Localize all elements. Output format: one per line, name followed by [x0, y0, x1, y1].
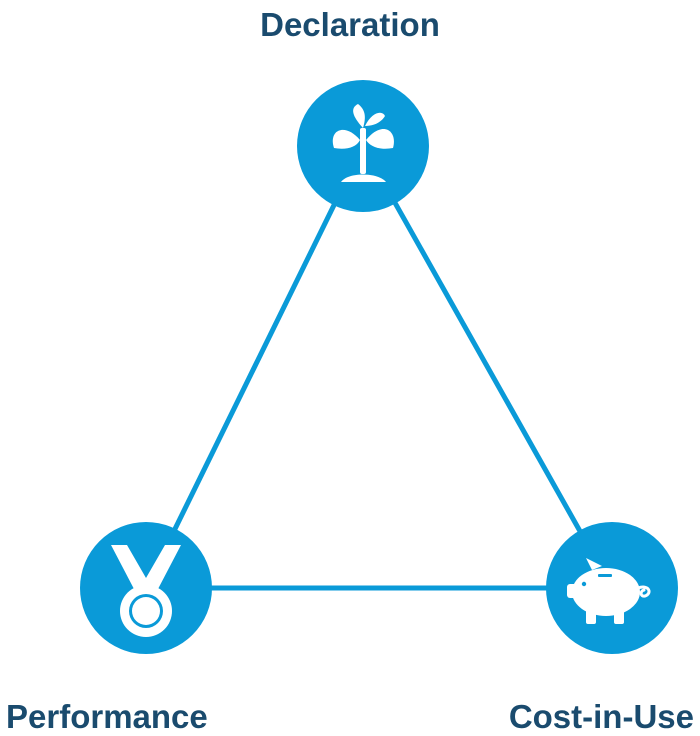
label-declaration: Declaration — [260, 6, 440, 43]
label-performance: Performance — [6, 698, 208, 735]
node-declaration — [297, 80, 429, 212]
edge-declaration-performance — [143, 144, 366, 590]
edge-declaration-cost-in-use — [360, 144, 615, 590]
sprout-icon — [332, 104, 394, 182]
node-performance — [80, 522, 212, 654]
node-cost-in-use — [546, 522, 678, 654]
label-cost-in-use: Cost-in-Use — [508, 698, 694, 735]
medal-icon — [111, 545, 181, 637]
piggy-bank-icon — [567, 558, 651, 624]
